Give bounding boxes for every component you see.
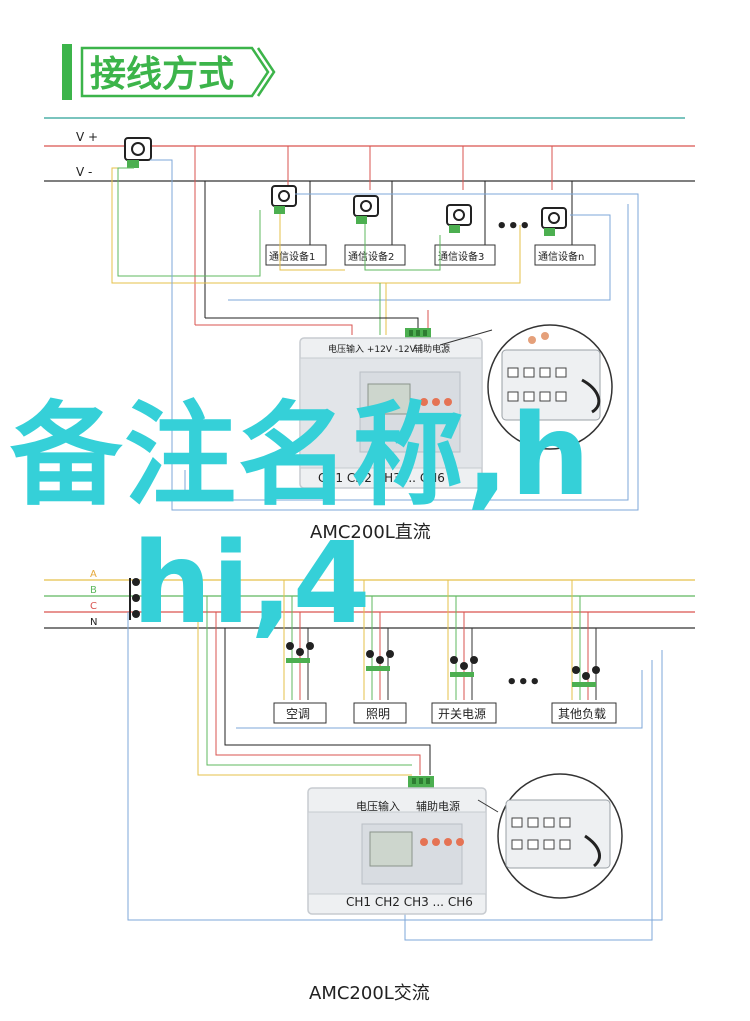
ac-load-boxes xyxy=(273,702,617,724)
dc-diagram: V + V - xyxy=(44,130,695,511)
device-label-3: 通信设备3 xyxy=(438,250,484,263)
page-title: 接线方式 xyxy=(90,54,234,95)
device-label-1: 通信设备1 xyxy=(269,250,315,263)
header: 接线方式 xyxy=(44,44,685,119)
ac-diagram: A B C N xyxy=(44,569,695,941)
load-label-ac: 空调 xyxy=(286,707,310,721)
current-sensor-icon xyxy=(541,207,567,236)
dc-meter-label-aux: 辅助电源 xyxy=(414,343,450,355)
current-sensor-icon xyxy=(450,656,478,677)
device-label-2: 通信设备2 xyxy=(348,250,394,263)
overlay-text-line2: hi,4 xyxy=(132,519,371,649)
zoom-detail-icon xyxy=(497,773,623,899)
load-label-other: 其他负载 xyxy=(558,707,606,721)
ac-zoom-pointer xyxy=(477,799,499,813)
dc-channel-label: CH1 CH2 CH3 ... CH6 xyxy=(318,471,445,485)
meter-device-icon xyxy=(299,337,483,489)
dc-device-sensors xyxy=(271,185,567,236)
dc-caption: AMC200L直流 xyxy=(310,522,431,543)
header-chevron-icon xyxy=(256,47,276,97)
dc-ellipsis: ••• xyxy=(496,216,531,237)
ac-bus-label-c: C xyxy=(90,601,97,612)
ac-caption: AMC200L交流 xyxy=(309,983,430,1004)
zoom-detail-icon xyxy=(487,324,613,450)
ac-bus-label-n: N xyxy=(90,617,97,628)
terminal-block-icon xyxy=(405,328,431,340)
ac-ellipsis: ••• xyxy=(506,672,541,693)
load-label-lighting: 照明 xyxy=(366,707,390,721)
header-accent-bar xyxy=(62,44,72,100)
current-sensor-icon xyxy=(124,137,152,168)
ac-meter-label-aux: 辅助电源 xyxy=(416,799,460,813)
dc-signal-wires xyxy=(111,159,639,511)
current-sensor-icon xyxy=(366,650,394,671)
meter-device-icon xyxy=(307,787,487,915)
ac-channel-label: CH1 CH2 CH3 ... CH6 xyxy=(346,895,473,909)
load-label-switch-power: 开关电源 xyxy=(438,707,486,721)
device-label-n: 通信设备n xyxy=(538,250,584,263)
ac-bus-label-a: A xyxy=(90,569,97,580)
dc-red-branches xyxy=(194,146,553,325)
dc-bus-label-vminus: V - xyxy=(76,165,92,179)
dc-device-boxes xyxy=(265,244,596,266)
current-sensor-icon xyxy=(129,578,140,620)
current-sensor-icon xyxy=(271,185,297,214)
header-title-frame xyxy=(80,46,270,98)
dc-bus-label-vplus: V + xyxy=(76,130,98,144)
ac-meter-label-voltage: 电压输入 xyxy=(356,799,400,813)
dc-meter-label-voltage: 电压输入 +12V -12V xyxy=(328,343,417,355)
dc-zoom-pointer xyxy=(439,329,493,346)
terminal-block-icon xyxy=(408,776,434,788)
current-sensor-icon xyxy=(353,195,379,224)
ac-load-sensors xyxy=(286,642,600,687)
current-sensor-icon xyxy=(572,666,600,687)
current-sensor-icon xyxy=(446,204,472,233)
dc-dark-branches xyxy=(204,181,573,318)
ac-bus-label-b: B xyxy=(90,585,97,596)
overlay-text-line1: 备注名称,h xyxy=(10,391,593,521)
current-sensor-icon xyxy=(286,642,314,663)
